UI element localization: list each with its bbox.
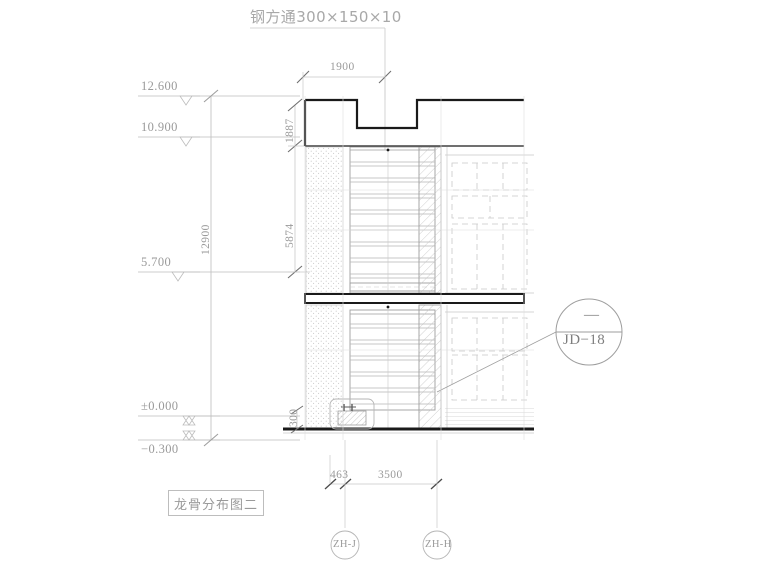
- upper-steel-tube-hatch: [419, 147, 441, 293]
- lower-dashed-grid-panel: [451, 317, 528, 401]
- lower-stipple-infill: [306, 305, 343, 428]
- overall-height-dimension: [203, 89, 219, 447]
- dimension-label-5874: 5874: [284, 223, 296, 248]
- detail-callout-upper-label: —: [584, 307, 600, 323]
- dimension-label-1900: 1900: [330, 61, 355, 73]
- top-note-leader: [250, 27, 386, 150]
- axis-bubble-zh-h[interactable]: [422, 530, 452, 560]
- dimension-label-12900: 12900: [200, 224, 212, 255]
- detail-callout-jd18[interactable]: [436, 298, 623, 393]
- upper-panel-edge-lines: [445, 147, 534, 294]
- elevation-label-5700: 5.700: [141, 255, 172, 269]
- elevation-label-12600: 12.600: [141, 79, 178, 93]
- parapet-profile: [303, 98, 524, 146]
- ground-slab: [283, 427, 534, 434]
- lower-panel-hatch-band: [445, 405, 534, 429]
- dimension-label-463: 463: [330, 469, 349, 481]
- detail-callout-lower-label: JD−18: [563, 332, 606, 348]
- drawing-title-label: 龙骨分布图二: [173, 497, 258, 513]
- construction-grid-lines: [304, 96, 534, 440]
- top-width-dimension: [296, 70, 392, 100]
- elevation-label-minus-300: −0.300: [141, 442, 179, 456]
- axis-bubble-group: [330, 530, 452, 560]
- lower-panel-edge-lines: [445, 305, 534, 428]
- segment-height-dimensions: [287, 98, 310, 279]
- drawing-title-box: 龙骨分布图二: [168, 490, 264, 516]
- top-note-label: 钢方通300×150×10: [250, 8, 402, 26]
- axis-label-zh-j: ZH-J: [333, 539, 357, 550]
- upper-stipple-infill: [306, 147, 343, 293]
- elevation-label-zero: ±0.000: [141, 399, 179, 413]
- upper-dashed-grid-panel: [451, 162, 528, 290]
- dimension-label-3500: 3500: [378, 469, 403, 481]
- elevation-markers: [138, 95, 300, 441]
- mid-floor-slab: [304, 293, 525, 304]
- lower-steel-tube-hatch: [419, 305, 441, 428]
- axis-bubble-zh-j[interactable]: [330, 530, 360, 560]
- elevation-label-10900: 10.900: [141, 120, 178, 134]
- axis-label-zh-h: ZH-H: [425, 539, 452, 550]
- base-plate-detail-marker: [329, 398, 375, 430]
- bottom-dimension-chain: [324, 440, 443, 528]
- base-height-dimension: [290, 405, 304, 434]
- dimension-label-300: 300: [288, 408, 300, 427]
- dimension-label-1887: 1887: [284, 118, 296, 143]
